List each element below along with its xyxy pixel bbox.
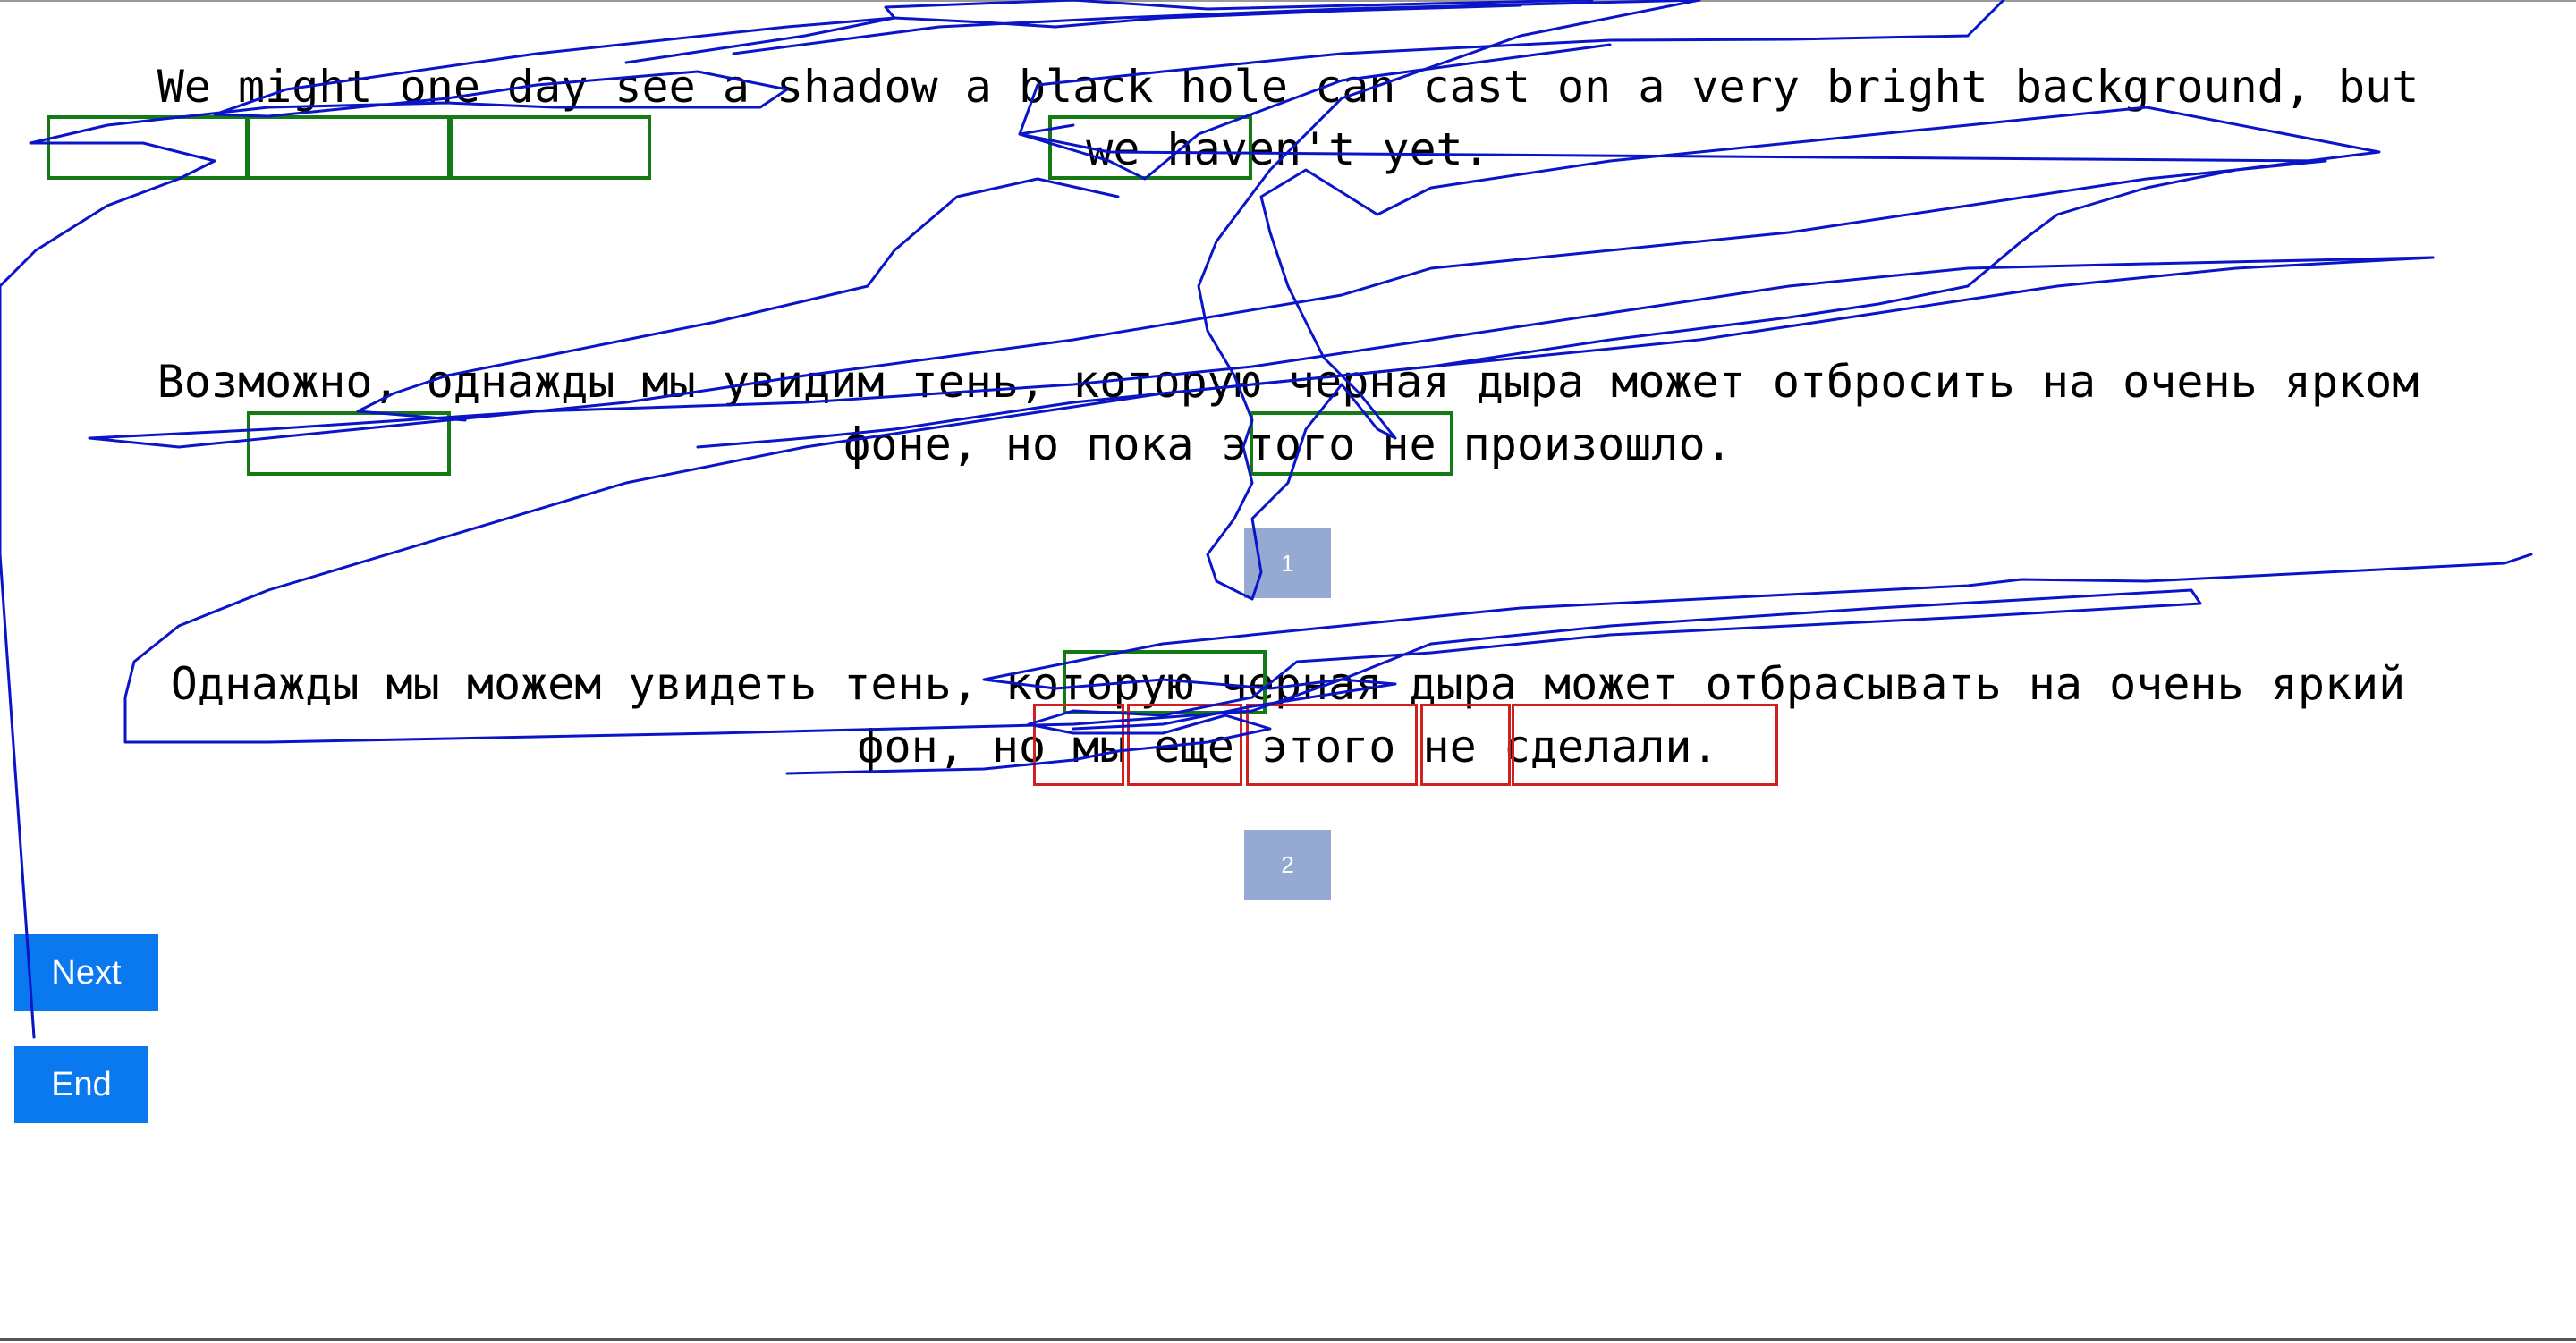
window-bottom-border — [0, 1338, 2576, 1341]
error-highlight-box — [1127, 704, 1242, 786]
source-sentence-line-1: We might one day see a shadow a black ho… — [157, 61, 2419, 113]
word-highlight-box — [47, 115, 249, 180]
error-highlight-box — [1033, 704, 1124, 786]
select-translation-1-button[interactable]: 1 — [1244, 528, 1331, 598]
gaze-trace-path — [732, 0, 1701, 55]
word-highlight-box — [247, 115, 451, 180]
end-button[interactable]: End — [14, 1046, 148, 1123]
error-highlight-box — [1246, 704, 1418, 786]
word-highlight-box — [1048, 115, 1252, 180]
word-highlight-box — [449, 115, 651, 180]
word-highlight-box — [247, 411, 451, 476]
window-top-border — [0, 0, 2576, 2]
translation-1-line-1: Возможно, однажды мы увидим тень, котору… — [157, 356, 2419, 408]
select-translation-2-button[interactable]: 2 — [1244, 830, 1331, 900]
error-highlight-box — [1420, 704, 1511, 786]
error-highlight-box — [1512, 704, 1778, 786]
gaze-trace-path — [624, 0, 1594, 64]
next-button[interactable]: Next — [14, 934, 158, 1011]
word-highlight-box — [1250, 411, 1453, 476]
